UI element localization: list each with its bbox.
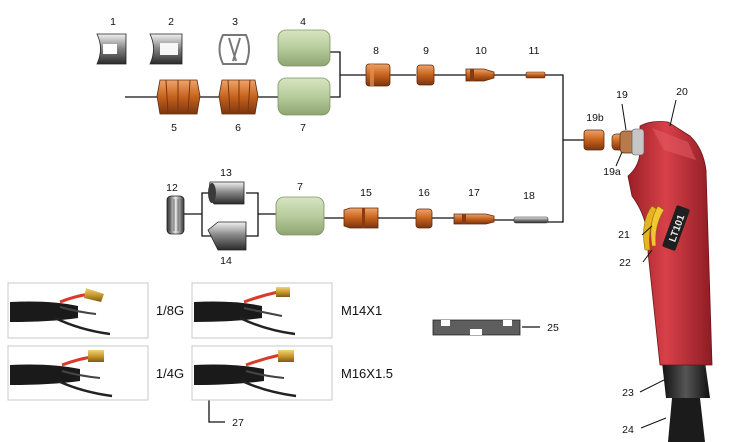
label-part-24: 24 [622, 424, 634, 436]
label-part-19: 19 [616, 89, 628, 101]
label-thread-m14x1: M14X1 [341, 303, 382, 318]
label-part-8: 8 [373, 45, 379, 57]
label-part-4: 4 [300, 16, 306, 28]
part-13-shield-cup [208, 181, 245, 205]
part-3-spring-clip [218, 34, 250, 65]
part-9-distributor [416, 64, 435, 86]
part-1-shield-cup [96, 33, 127, 65]
label-part-3: 3 [232, 16, 238, 28]
label-part-11: 11 [529, 45, 540, 57]
part-16-swirl-ring [415, 208, 433, 229]
label-part-14: 14 [220, 255, 232, 267]
cable-1-8g-image [10, 288, 111, 336]
part-14-shield-cup-conical [207, 221, 247, 251]
label-part-9: 9 [423, 45, 429, 57]
torch-leader-lines [615, 99, 677, 429]
cable-panels: 1/8G 1/4G M14X1 M16X1.5 [7, 282, 393, 401]
label-size-1-8g: 1/8G [156, 303, 184, 318]
part-25-spanner [432, 319, 521, 336]
torch: LT101 [611, 121, 713, 442]
label-part-19b: 19b [586, 112, 604, 124]
part-6-copper-tip [218, 79, 259, 115]
label-part-23: 23 [622, 387, 634, 399]
label-part-17: 17 [468, 187, 480, 199]
label-size-1-4g: 1/4G [156, 366, 184, 381]
label-part-27: 27 [232, 417, 244, 429]
cable-m16-image [194, 350, 297, 398]
part-17-electrode [453, 213, 495, 225]
label-part-20: 20 [676, 86, 688, 98]
part-4-ceramic-cup [277, 29, 331, 67]
label-part-25: 25 [547, 322, 559, 334]
label-part-19a: 19a [603, 166, 621, 178]
label-part-1: 1 [110, 16, 116, 28]
cable-1-4g-image [10, 350, 113, 398]
label-part-21: 21 [618, 229, 630, 241]
label-part-7-middle: 7 [297, 181, 303, 193]
label-part-7-top: 7 [300, 122, 306, 134]
part-7-ceramic-cup-middle [275, 196, 325, 236]
part-7-ceramic-cup-top [277, 77, 331, 116]
label-part-12: 12 [166, 182, 178, 194]
label-part-5: 5 [171, 122, 177, 134]
label-part-10: 10 [475, 45, 487, 57]
cable-m14-image [194, 287, 296, 336]
label-part-16: 16 [418, 187, 430, 199]
label-part-2: 2 [168, 16, 174, 28]
part-15-copper-nozzle [343, 207, 379, 229]
part-2-shield-cup [149, 33, 183, 65]
label-part-22: 22 [619, 257, 631, 269]
part-12-retaining-nut [166, 195, 185, 235]
part-labels: 1 2 3 4 5 6 7 8 9 10 11 12 13 14 7 15 16… [110, 16, 688, 436]
part-11-insert [525, 71, 546, 79]
part-18-tube [513, 216, 549, 224]
label-thread-m16x1-5: M16X1.5 [341, 366, 393, 381]
part-5-copper-tip [156, 79, 201, 115]
part-19b-nozzle [583, 129, 605, 151]
label-part-6: 6 [235, 122, 241, 134]
label-part-15: 15 [360, 187, 372, 199]
part-8-swirl-ring [365, 63, 391, 87]
label-part-18: 18 [523, 190, 535, 202]
label-part-13: 13 [220, 167, 232, 179]
part-10-electrode [465, 68, 495, 82]
